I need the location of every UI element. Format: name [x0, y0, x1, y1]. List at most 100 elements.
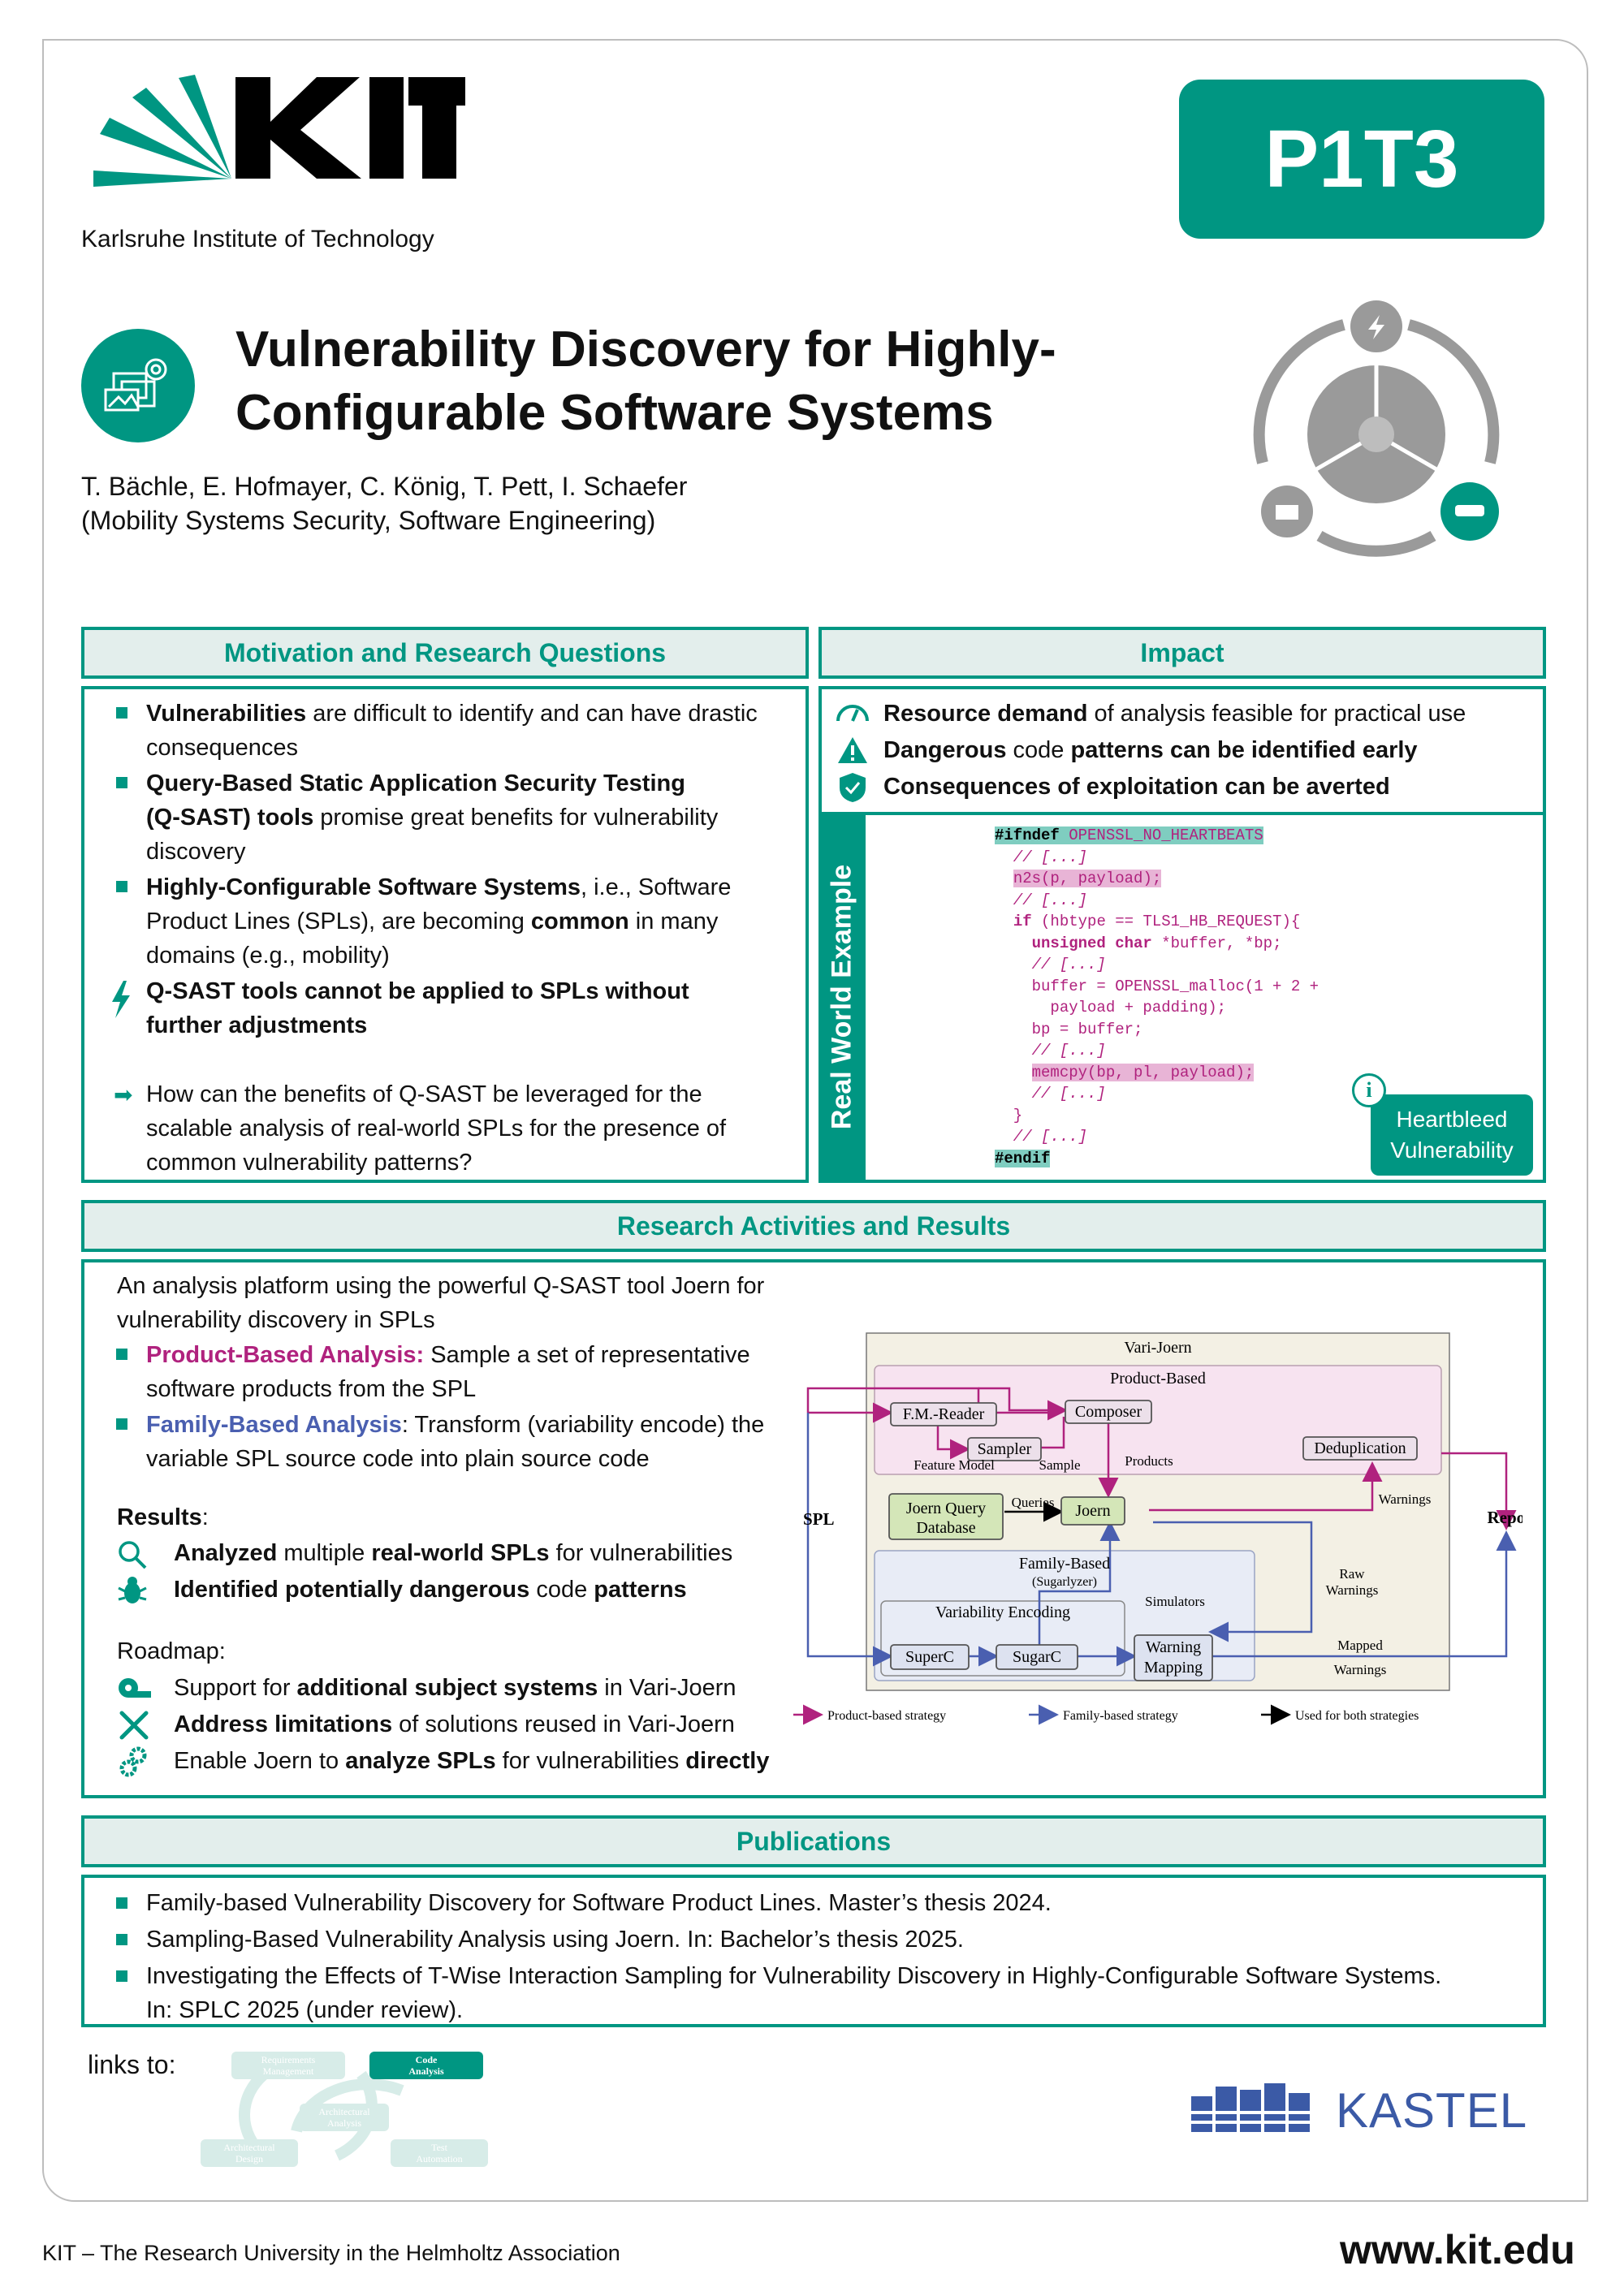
kastel-logo-mark: [1190, 2083, 1320, 2132]
result-2: Identified potentially dangerous code pa…: [174, 1577, 687, 1603]
label-spl: SPL: [803, 1509, 835, 1529]
node-sugarc: SugarC: [1013, 1648, 1061, 1666]
bullet: [116, 1897, 127, 1909]
bullet: [116, 1349, 127, 1360]
divider: [818, 812, 1546, 815]
research-header: Research Activities and Results: [81, 1200, 1546, 1252]
impact-header: Impact: [818, 627, 1546, 679]
research-question: How can the benefits of Q-SAST be levera…: [146, 1081, 727, 1176]
label-report: Report: [1488, 1508, 1522, 1527]
bullet: [116, 777, 127, 788]
warning-icon: [838, 737, 867, 763]
label-feature-model: Feature Model: [914, 1457, 995, 1473]
impact-item-2: Dangerous code patterns can be identifie…: [883, 737, 1418, 763]
publication-1: Family-based Vulnerability Discovery for…: [146, 1890, 1052, 1916]
link-design-2: Design: [235, 2153, 263, 2164]
node-joern: Joern: [1075, 1502, 1110, 1520]
node-deduplication: Deduplication: [1314, 1439, 1406, 1457]
label-queries: Queries: [1012, 1495, 1055, 1510]
label-raw-2: Warnings: [1326, 1582, 1379, 1598]
legend-family-based: Family-based strategy: [1063, 1709, 1178, 1723]
node-joern-db-2: Database: [916, 1519, 975, 1537]
roadmap-1: Support for additional subject systems i…: [174, 1675, 736, 1701]
legend-product-based: Product-based strategy: [827, 1709, 946, 1723]
tools-icon: [119, 1711, 149, 1740]
real-world-label: Real World Example: [826, 864, 857, 1130]
research-intro: An analysis platform using the powerful …: [117, 1273, 765, 1333]
magnifier-icon: [119, 1541, 147, 1569]
label-family-based: Family-Based: [1019, 1555, 1110, 1573]
links-label: links to:: [88, 2050, 176, 2079]
link-req-2: Management: [263, 2065, 314, 2077]
research-cycle-graphic: [1253, 300, 1500, 557]
poster-title: Vulnerability Discovery for Highly- Conf…: [235, 322, 1056, 441]
node-fm-reader: F.M.-Reader: [903, 1405, 985, 1423]
link-arch-2: Analysis: [327, 2117, 361, 2129]
label-product-based: Product-Based: [1110, 1370, 1206, 1388]
node-superc: SuperC: [905, 1648, 954, 1666]
roadmap-3: Enable Joern to analyze SPLs for vulnera…: [174, 1748, 770, 1774]
link-code-2: Analysis: [408, 2065, 444, 2077]
impact-item-3: Consequences of exploitation can be aver…: [883, 774, 1390, 800]
publications-box: [81, 1875, 1546, 2027]
node-warning-mapping-2: Mapping: [1144, 1659, 1203, 1677]
kit-logo: [93, 75, 465, 187]
motivation-item-3: Highly-Configurable Software Systems, i.…: [146, 874, 732, 969]
bullet: [116, 707, 127, 719]
link-req-1: Requirements: [261, 2054, 316, 2065]
kastel-name: KASTEL: [1336, 2083, 1528, 2138]
publications-header: Publications: [81, 1815, 1546, 1867]
links-cycle-graphic: Requirements Management Code Analysis Ar…: [201, 2052, 488, 2167]
kit-name: Karlsruhe Institute of Technology: [81, 226, 434, 252]
gears-icon: [119, 1746, 147, 1777]
footer-text: KIT – The Research University in the Hel…: [42, 2241, 620, 2265]
authors: T. Bächle, E. Hofmayer, C. König, T. Pet…: [81, 472, 688, 535]
motivation-box: [81, 686, 809, 1183]
lightning-icon: [112, 981, 130, 1018]
vari-joern-diagram: Vari-Joern Product-Based F.M.-Reader Com…: [793, 1332, 1522, 1725]
label-sugarlyzer: (Sugarlyzer): [1032, 1575, 1097, 1589]
bug-icon: [118, 1577, 147, 1603]
label-simulators: Simulators: [1145, 1594, 1205, 1609]
arrow-right-icon: ➡: [114, 1082, 133, 1107]
bullet: [116, 1970, 127, 1982]
label-mapped-2: Warnings: [1334, 1662, 1387, 1677]
heartbleed-code: #ifndef OPENSSL_NO_HEARTBEATS // [...] n…: [995, 826, 1320, 1167]
link-arch-1: Architectural: [318, 2106, 370, 2117]
result-1: Analyzed multiple real-world SPLs for vu…: [174, 1540, 733, 1566]
motivation-item-2: Query-Based Static Application Security …: [146, 770, 719, 865]
label-sample: Sample: [1039, 1457, 1081, 1473]
link-design-1: Architectural: [223, 2142, 275, 2153]
label-variability-encoding: Variability Encoding: [935, 1603, 1070, 1621]
bullet: [116, 1934, 127, 1945]
label-products: Products: [1125, 1453, 1173, 1469]
product-based-item: Product-Based Analysis: Sample a set of …: [146, 1342, 750, 1402]
legend-both: Used for both strategies: [1295, 1709, 1419, 1723]
node-sampler: Sampler: [978, 1440, 1032, 1458]
real-world-band: [818, 812, 866, 1183]
node-warning-mapping-1: Warning: [1146, 1638, 1201, 1656]
bullet: [116, 881, 127, 892]
motivation-item-1: Vulnerabilities are difficult to identif…: [146, 701, 758, 761]
roadmap-2: Address limitations of solutions reused …: [174, 1711, 735, 1737]
label-mapped-1: Mapped: [1337, 1638, 1383, 1653]
link-code-1: Code: [416, 2054, 438, 2065]
link-test-2: Automation: [416, 2153, 462, 2164]
publication-2: Sampling-Based Vulnerability Analysis us…: [146, 1927, 964, 1953]
poster-frame: [42, 39, 1588, 2202]
gauge-icon: [836, 705, 869, 722]
family-based-item: Family-Based Analysis: Transform (variab…: [146, 1412, 765, 1472]
motivation-header: Motivation and Research Questions: [81, 627, 809, 679]
shield-icon: [840, 773, 866, 802]
footer-url[interactable]: www.kit.edu: [1340, 2227, 1575, 2272]
link-test-1: Test: [431, 2142, 447, 2153]
impact-item-1: Resource demand of analysis feasible for…: [883, 701, 1466, 727]
label-warnings: Warnings: [1379, 1491, 1432, 1507]
results-label: Results:: [117, 1504, 209, 1530]
bullet: [116, 1418, 127, 1430]
project-badge: P1T3: [1179, 80, 1544, 239]
motivation-item-4: Q-SAST tools cannot be applied to SPLs w…: [146, 978, 689, 1038]
info-icon: i: [1352, 1073, 1386, 1107]
tape-measure-icon: [119, 1678, 151, 1698]
